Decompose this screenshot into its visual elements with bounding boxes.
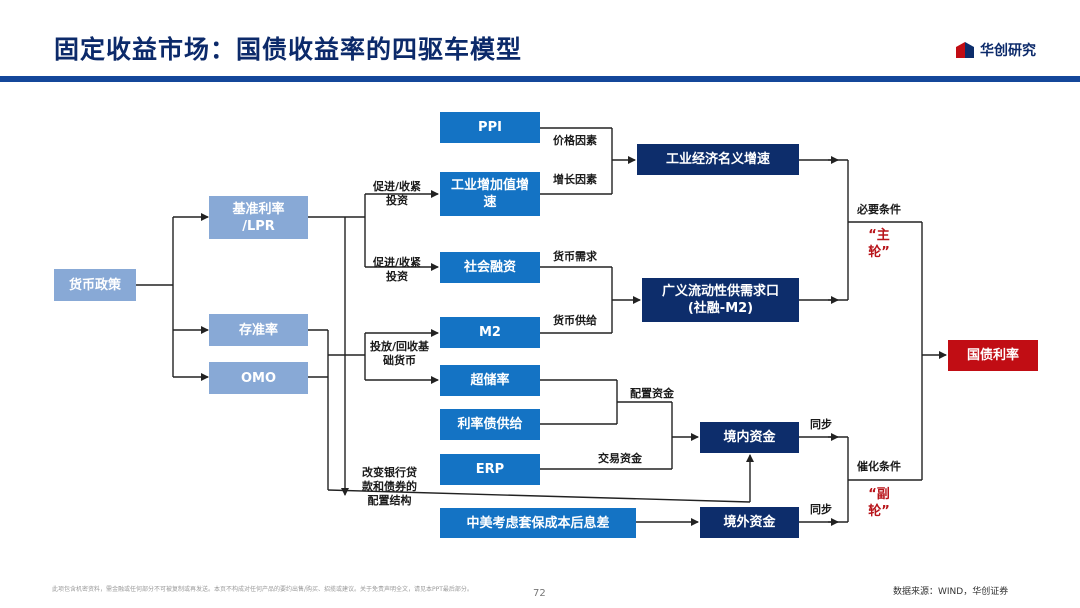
node-domestic-funds: 境内资金 — [700, 422, 799, 453]
label-price-factor: 价格因素 — [553, 134, 597, 147]
node-erp: ERP — [440, 454, 540, 485]
label-main-wheel: “主 轮” — [868, 228, 890, 260]
label-sync-foreign: 同步 — [810, 503, 832, 516]
label-growth-factor: 增长因素 — [553, 173, 597, 186]
node-broad-liquidity: 广义流动性供需求口 (社融-M2) — [642, 278, 799, 322]
node-rrr: 存准率 — [209, 314, 308, 346]
label-promote-invest-2: 促进/收紧 投资 — [373, 256, 422, 283]
label-aux-wheel: “副 轮” — [868, 487, 890, 519]
node-omo: OMO — [209, 362, 308, 394]
label-sync-domestic: 同步 — [810, 418, 832, 431]
label-trading-funds: 交易资金 — [598, 452, 642, 465]
node-excess-reserve: 超储率 — [440, 365, 540, 396]
node-foreign-funds: 境外资金 — [700, 507, 799, 538]
node-benchmark-rate: 基准利率 /LPR — [209, 196, 308, 239]
label-money-supply: 货币供给 — [553, 314, 597, 327]
label-money-demand: 货币需求 — [553, 250, 597, 263]
node-rate-bond-supply: 利率债供给 — [440, 409, 540, 440]
logo-text: 华创研究 — [980, 43, 1036, 59]
node-monetary-policy: 货币政策 — [54, 269, 136, 301]
label-catalyst-condition: 催化条件 — [857, 460, 901, 473]
label-promote-invest-1: 促进/收紧 投资 — [373, 180, 422, 207]
node-m2: M2 — [440, 317, 540, 348]
brand-logo: 华创研究 — [956, 40, 1036, 60]
node-treasury-yield: 国债利率 — [948, 340, 1038, 371]
logo-icon — [956, 42, 974, 58]
label-base-money: 投放/回收基 础货币 — [370, 340, 430, 367]
page-number: 72 — [533, 588, 546, 599]
node-ppi: PPI — [440, 112, 540, 143]
data-source: 数据来源：WIND，华创证券 — [893, 587, 1009, 597]
page-title: 固定收益市场：国债收益率的四驱车模型 — [54, 35, 523, 64]
node-china-us-hedge-spread: 中美考虑套保成本后息差 — [440, 508, 636, 538]
node-industrial-va: 工业增加值增 速 — [440, 172, 540, 216]
label-bank-allocation-structure: 改变银行贷 款和债券的 配置结构 — [362, 466, 417, 507]
label-allocation-funds: 配置资金 — [630, 387, 674, 400]
node-social-financing: 社会融资 — [440, 252, 540, 283]
node-industrial-nominal-growth: 工业经济名义增速 — [637, 144, 799, 175]
label-necessary-condition: 必要条件 — [857, 203, 901, 216]
footer-disclaimer: 此项包含机密资料，需金融或任何部分不可被复制或再发送。本页不构成对任何产品的要约… — [52, 586, 473, 593]
title-divider — [0, 76, 1080, 82]
